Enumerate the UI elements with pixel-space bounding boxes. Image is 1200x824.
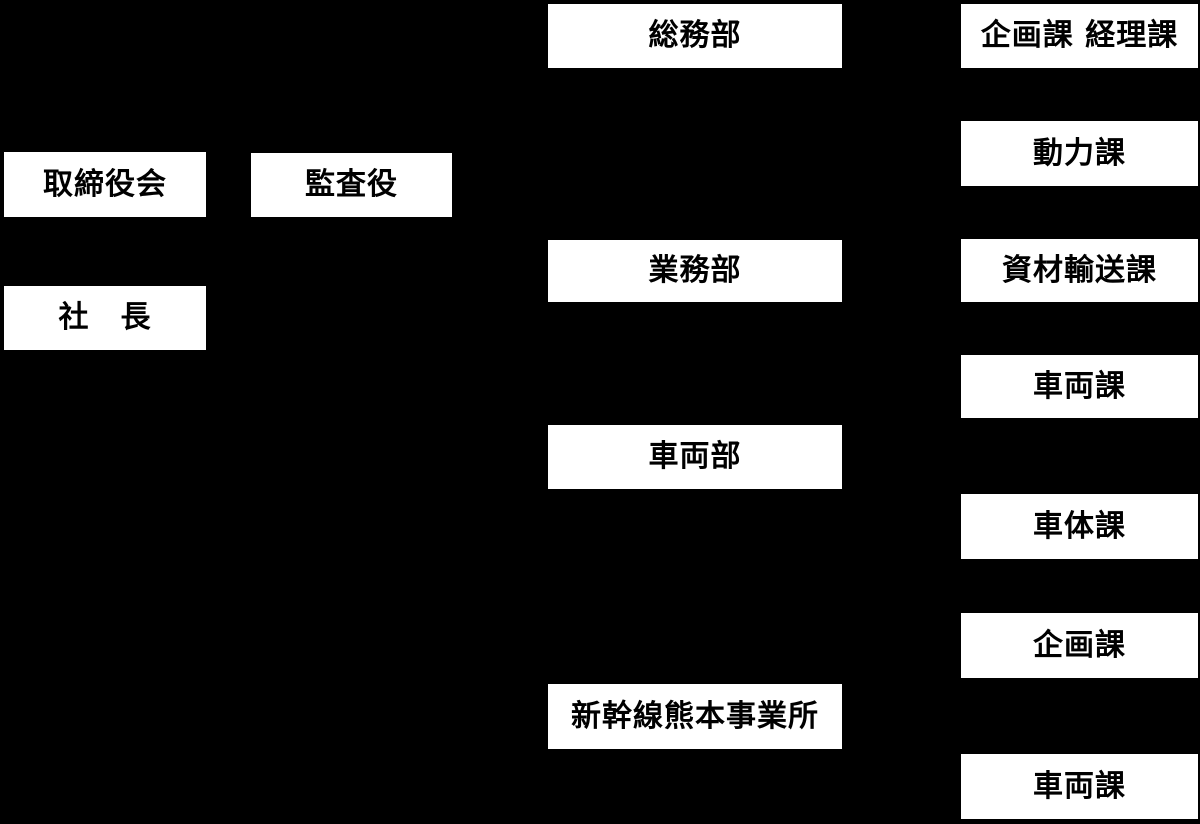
org-node-board-of-directors: 取締役会 [4,152,206,217]
org-node-materials-transport-section: 資材輸送課 [961,239,1198,302]
org-node-general-affairs-dept: 総務部 [548,4,842,68]
org-node-vehicle-dept: 車両部 [548,425,842,489]
org-node-shinkansen-kumamoto-office: 新幹線熊本事業所 [548,684,842,749]
org-node-planning-accounting-section: 企画課 経理課 [961,4,1198,68]
org-node-business-dept: 業務部 [548,240,842,302]
org-node-auditor: 監査役 [251,153,452,217]
org-node-power-section: 動力課 [961,121,1198,186]
org-node-vehicle-section-1: 車両課 [961,355,1198,418]
org-node-vehicle-section-2: 車両課 [961,754,1198,819]
org-node-president: 社 長 [4,286,206,350]
org-node-car-body-section: 車体課 [961,494,1198,559]
org-node-planning-section: 企画課 [961,613,1198,678]
